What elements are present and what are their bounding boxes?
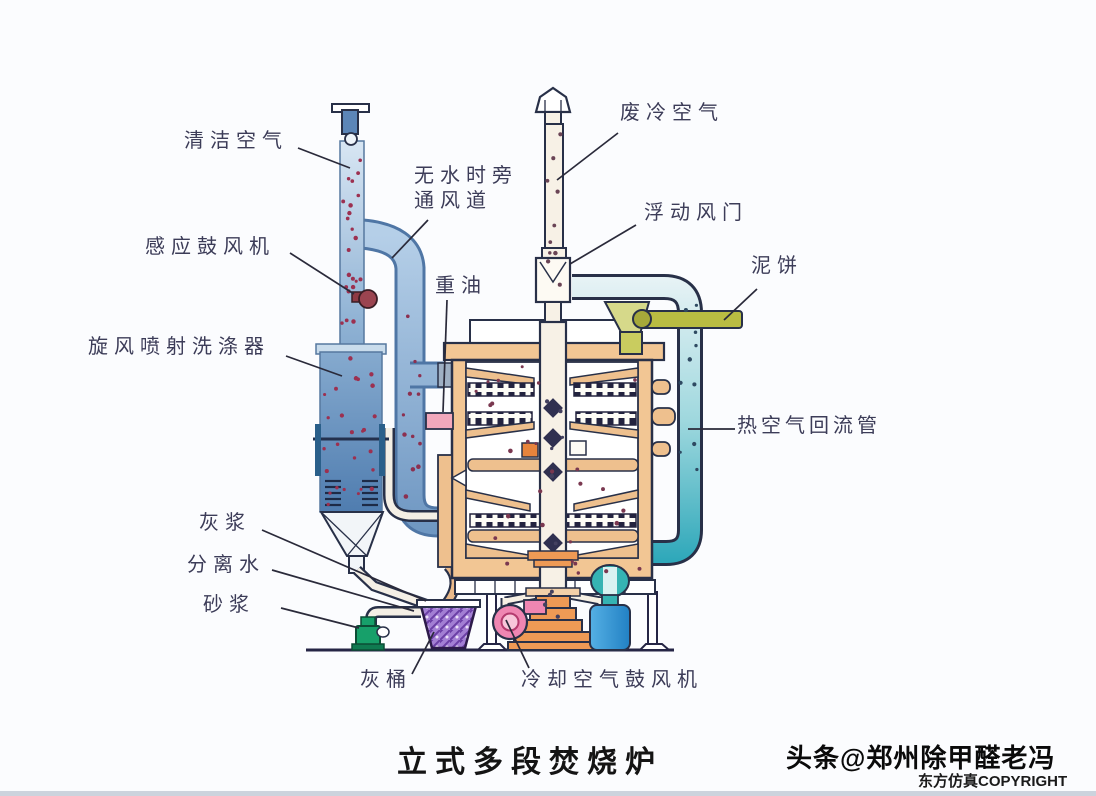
diagram-title: 立式多段焚烧炉 bbox=[397, 746, 663, 779]
blue-tank bbox=[589, 564, 631, 651]
watermark-byline: 头条@郑州除甲醛老冯 bbox=[786, 743, 1056, 773]
label-sand-slurry: 砂浆 bbox=[203, 594, 255, 616]
label-cooling-blower: 冷却空气鼓风机 bbox=[521, 669, 703, 691]
bottom-edge-strip bbox=[0, 791, 1096, 796]
mud-cake-feeder bbox=[603, 301, 743, 355]
floating-damper-box bbox=[534, 256, 572, 304]
label-waste-cold-air: 废冷空气 bbox=[620, 102, 724, 124]
ash-bucket bbox=[416, 599, 481, 650]
waste-air-stack bbox=[534, 86, 572, 323]
drain-valve-green bbox=[351, 616, 390, 651]
cyclone-scrubber bbox=[313, 343, 389, 574]
label-clean-air: 清洁空气 bbox=[184, 130, 288, 152]
label-floating-damper: 浮动风门 bbox=[644, 202, 748, 224]
label-bypass-duct: 无水时旁通风道 bbox=[414, 165, 518, 212]
label-cyclone-scrubber: 旋风喷射洗涤器 bbox=[88, 336, 270, 358]
label-heavy-oil: 重油 bbox=[435, 275, 487, 297]
hot-air-return-pipe bbox=[572, 274, 703, 566]
label-mud-cake: 泥饼 bbox=[751, 255, 803, 277]
clean-air-stack bbox=[331, 103, 370, 347]
watermark-copyright: 东方仿真COPYRIGHT bbox=[918, 773, 1068, 790]
particle-dots bbox=[322, 132, 699, 619]
label-ash-slurry: 灰浆 bbox=[199, 512, 251, 534]
induced-fan-valve bbox=[351, 289, 378, 309]
cooling-air-blower bbox=[491, 599, 547, 641]
label-separated-water: 分离水 bbox=[187, 554, 265, 576]
label-ash-bucket: 灰桶 bbox=[360, 669, 412, 691]
label-induced-fan: 感应鼓风机 bbox=[145, 236, 275, 258]
bypass-duct bbox=[360, 218, 458, 538]
label-hot-air-return: 热空气回流管 bbox=[737, 415, 881, 437]
leader-lines bbox=[261, 132, 758, 675]
